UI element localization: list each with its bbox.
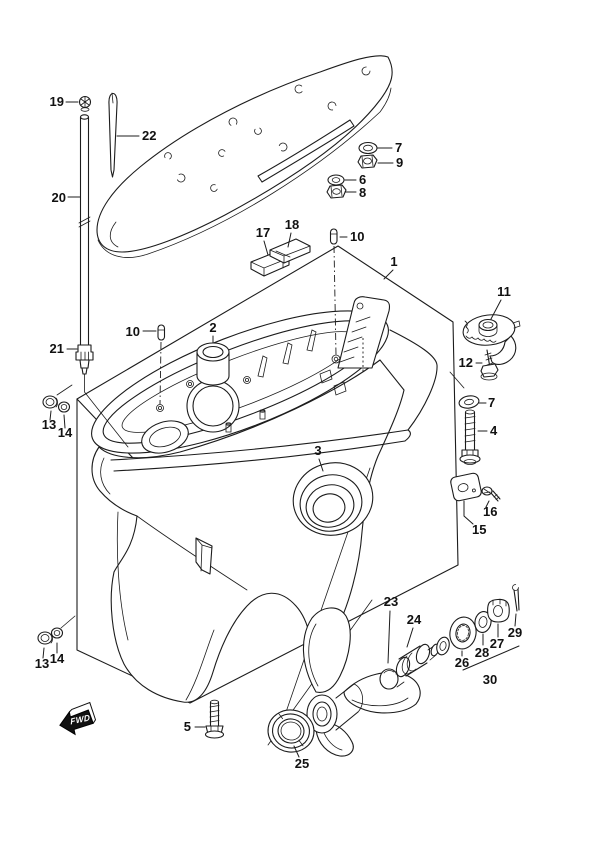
- nut-9: [357, 154, 378, 169]
- washer-14a: [57, 401, 71, 413]
- callout-16: 16: [483, 504, 497, 519]
- plug-13a: [42, 395, 58, 409]
- bearing-carrier-ring: [292, 462, 374, 536]
- spline-washer-26: [449, 616, 477, 650]
- plug-13b: [37, 631, 53, 645]
- callout-28: 28: [475, 645, 489, 660]
- anti-ventilation-plate-edges: [110, 329, 438, 472]
- callout-5: 5: [184, 719, 191, 734]
- callout-13-lower: 13: [35, 656, 49, 671]
- callout-19: 19: [50, 94, 64, 109]
- callout-7-side: 7: [488, 395, 495, 410]
- prop-stopper-ring: [267, 709, 315, 753]
- callout-18: 18: [285, 217, 299, 232]
- prop-hub-face: [306, 694, 338, 734]
- leader-lines: [42, 101, 520, 758]
- callout-13-upper: 13: [42, 417, 56, 432]
- speedo-fitting: [75, 344, 129, 448]
- nut-8: [326, 184, 347, 199]
- callout-24: 24: [407, 612, 422, 627]
- castle-nut-27: [487, 598, 510, 623]
- callout-26: 26: [455, 655, 469, 670]
- callout-15: 15: [472, 522, 486, 537]
- washer-14b: [50, 627, 64, 639]
- washer-6: [327, 174, 345, 186]
- pin-axis-leader-right: [333, 245, 337, 356]
- callout-2: 2: [209, 320, 216, 335]
- dowel-pin: [108, 92, 118, 178]
- prop-hub-hardware: [379, 584, 520, 690]
- propeller: [302, 607, 421, 757]
- housing-driveshaft-mating-section: [319, 296, 391, 396]
- fwd-arrow: [59, 709, 94, 736]
- callout-27: 27: [490, 636, 504, 651]
- callout-17: 17: [256, 225, 270, 240]
- callout-23: 23: [384, 594, 398, 609]
- bushing: [196, 342, 230, 386]
- callout-7-top: 7: [395, 140, 402, 155]
- callout-labels: 19 22 20 7 9 6 8 17 18 10 1 11 10 2 12 2…: [35, 94, 522, 771]
- fwd-direction-icon: FWD: [59, 701, 97, 736]
- water-screen: [192, 385, 234, 427]
- callout-22: 22: [142, 128, 156, 143]
- shift-clips: [250, 238, 311, 277]
- side-bolt-group: [449, 371, 501, 502]
- washer-7: [358, 141, 378, 155]
- drain-plug-set-lower: [37, 615, 76, 645]
- cap-slot: [257, 119, 355, 183]
- callout-25: 25: [295, 756, 309, 771]
- callout-10-top: 10: [350, 229, 364, 244]
- callout-3: 3: [314, 443, 321, 458]
- pin-axis-leader-left: [159, 341, 162, 405]
- callout-21: 21: [50, 341, 64, 356]
- prop-blade-upper: [302, 607, 351, 693]
- bolt-4: [459, 409, 481, 465]
- clip-18: [269, 238, 311, 264]
- callout-4: 4: [490, 423, 498, 438]
- callout-30: 30: [483, 672, 497, 687]
- callout-20: 20: [52, 190, 66, 205]
- cap-bolt-holes: [164, 66, 371, 192]
- callout-14-lower: 14: [50, 651, 65, 666]
- washer-28: [474, 611, 492, 633]
- callout-14-upper: 14: [58, 425, 73, 440]
- drain-plug-set-upper: [42, 384, 73, 413]
- callout-9: 9: [396, 155, 403, 170]
- housing-interior-detail: [141, 329, 341, 454]
- callout-1: 1: [390, 254, 397, 269]
- bolt-5: [204, 699, 225, 739]
- water-tube-group: [75, 92, 129, 448]
- fwd-label: FWD: [70, 712, 91, 726]
- spacer-washer: [436, 636, 450, 656]
- bolt-16: [481, 486, 501, 502]
- water-tube: [79, 116, 90, 346]
- callout-29: 29: [508, 625, 522, 640]
- tube-top: [79, 114, 90, 120]
- callout-11: 11: [497, 284, 511, 299]
- callout-6: 6: [359, 172, 366, 187]
- fwd-arrow-edge: [68, 701, 97, 724]
- washer-7b: [458, 395, 480, 409]
- trim-tab-bolt: [480, 349, 499, 381]
- callout-12: 12: [459, 355, 473, 370]
- clamp-block-15: [450, 472, 482, 502]
- dowel-pins-10: [157, 228, 338, 341]
- cotter-pin-29: [512, 584, 520, 612]
- gear-case-cap: [96, 55, 393, 258]
- thrust-hub-23: [379, 668, 399, 690]
- spacer-24: [395, 643, 440, 678]
- callout-10-left: 10: [126, 324, 140, 339]
- callout-8: 8: [359, 185, 366, 200]
- trim-tab-anode: [462, 314, 521, 365]
